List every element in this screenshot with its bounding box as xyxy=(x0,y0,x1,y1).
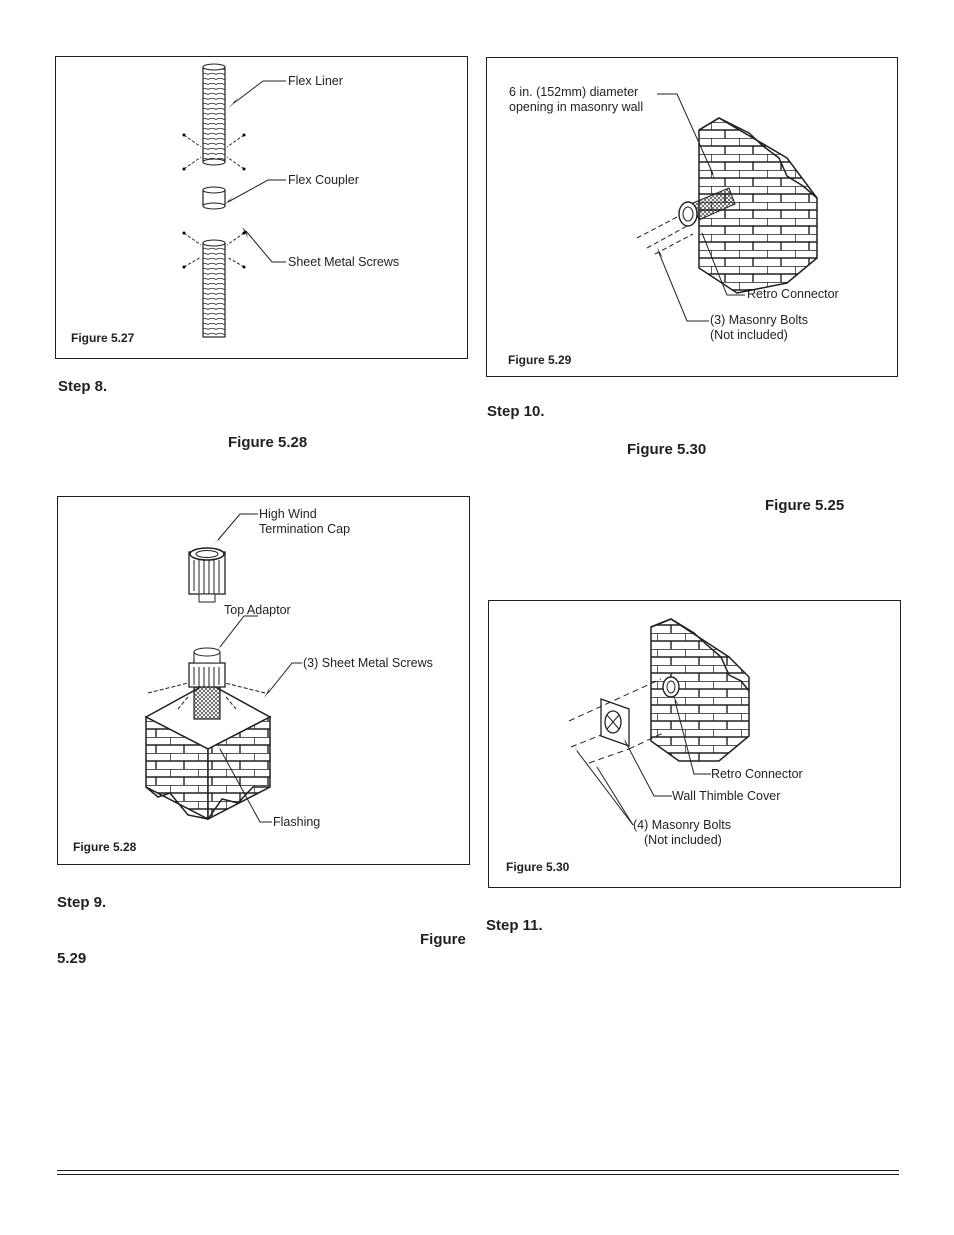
footer-rule xyxy=(57,1170,899,1171)
step-8-heading: Step 8. xyxy=(58,378,108,395)
masonry-bolts-label: (4) Masonry Bolts(Not included) xyxy=(633,818,731,847)
retro-connector-label: Retro Connector xyxy=(747,287,839,301)
figure-caption: Figure 5.28 xyxy=(73,840,137,854)
figure-caption: Figure 5.30 xyxy=(506,860,570,874)
step-10-heading: Step 10. xyxy=(487,403,545,420)
chimney-termination-illustration xyxy=(144,513,302,823)
flashing-label: Flashing xyxy=(273,815,321,829)
figure-reference: Figure 5.28 xyxy=(228,434,308,451)
figure-reference: Figure 5.30 xyxy=(627,441,707,458)
step-9-heading: Step 9. xyxy=(57,894,107,911)
figure-5-27: Flex Liner Flex Coupler Sheet Metal Scre… xyxy=(55,56,468,359)
wall-thimble-cover-label: Wall Thimble Cover xyxy=(672,789,781,803)
masonry-wall-connector-illustration xyxy=(636,93,818,322)
flex-liner-label: Flex Liner xyxy=(288,74,343,88)
step-11-heading: Step 11. xyxy=(486,917,543,934)
flex-coupler-label: Flex Coupler xyxy=(288,173,359,187)
footer-rule xyxy=(57,1174,899,1175)
figure-reference: Figure xyxy=(420,931,466,948)
flex-liner-illustration xyxy=(182,63,286,338)
sheet-metal-screws-label: (3) Sheet Metal Screws xyxy=(303,656,433,670)
retro-connector-label: Retro Connector xyxy=(711,767,803,781)
figure-5-30: Retro Connector Wall Thimble Cover (4) M… xyxy=(488,600,901,888)
figure-caption: Figure 5.29 xyxy=(508,353,572,367)
figure-reference: 5.29 xyxy=(57,950,87,967)
wall-thimble-illustration xyxy=(568,618,750,826)
figure-reference: Figure 5.25 xyxy=(765,497,845,514)
sheet-metal-screws-label: Sheet Metal Screws xyxy=(288,255,400,269)
figure-caption: Figure 5.27 xyxy=(71,331,135,345)
masonry-bolts-label: (3) Masonry Bolts(Not included) xyxy=(710,313,808,342)
top-adaptor-label: Top Adaptor xyxy=(224,603,291,617)
